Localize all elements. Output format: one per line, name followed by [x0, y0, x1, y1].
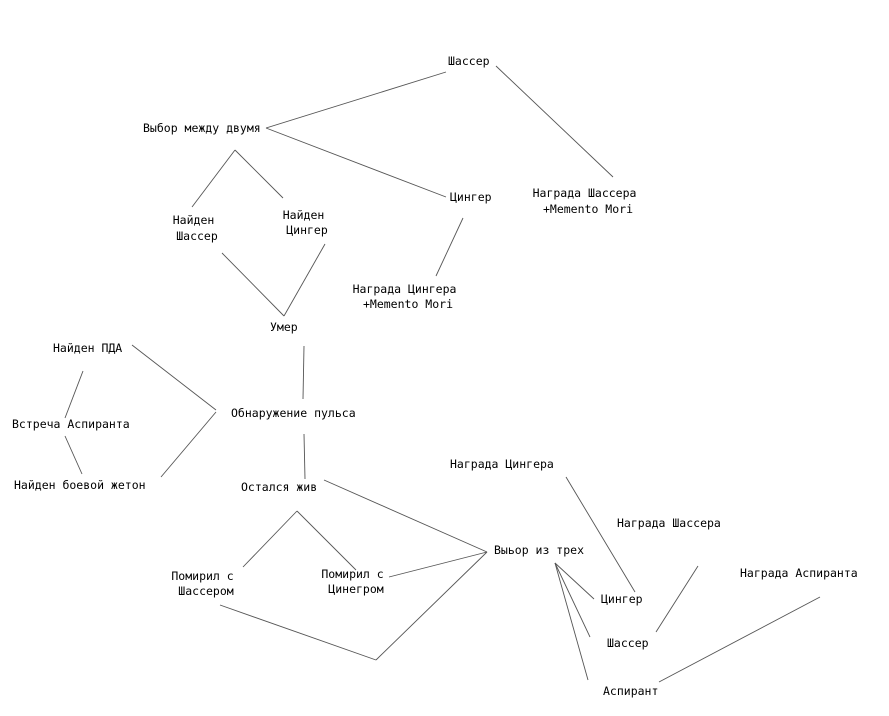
edge-choice-to-found-zinger [234, 149, 284, 199]
edge-reconciled-zinger-to-choice-three [388, 551, 488, 578]
edge-choice-three-to-zinger [554, 562, 595, 600]
edge-reward-aspirant-to-aspirant [658, 596, 821, 683]
node-reward-aspirant: Награда Аспиранта [740, 566, 858, 580]
node-choice-two: Выбор между двумя [143, 121, 261, 135]
edge-found-chasser-to-died [221, 252, 285, 317]
edge-reconciled-chasser-to-bottom [219, 604, 377, 661]
node-aspirant-bottom: Аспирант [603, 684, 658, 698]
edge-choice-three-to-aspirant [554, 562, 589, 681]
node-reconciled-zinger: Помирил с Цинегром [321, 567, 390, 596]
node-chasser-bottom: Шассер [607, 636, 649, 650]
node-zinger-top: Цингер [450, 190, 492, 204]
edge-survived-to-choice-three [323, 479, 488, 553]
edge-found-zinger-to-died [283, 243, 326, 317]
node-found-chasser: Найден Шассер [173, 213, 221, 243]
connector-lines [64, 65, 821, 683]
edge-survived-to-reconciled-zinger [296, 510, 357, 571]
node-zinger-bottom: Цингер [601, 592, 643, 606]
edge-pda-to-pulse [131, 344, 217, 411]
node-found-zinger: Найден Цингер [283, 208, 331, 237]
node-survived: Остался жив [241, 480, 317, 494]
node-reward-zinger: Награда Цингера [450, 457, 554, 471]
node-meet-aspirant: Встреча Аспиранта [12, 417, 130, 431]
edge-pulse-to-survived [303, 433, 306, 480]
node-chasser-top: Шассер [448, 54, 490, 68]
node-reward-chasser: Награда Шассера [617, 516, 721, 530]
node-reconciled-chasser: Помирил с Шассером [171, 569, 240, 598]
edge-choice-three-to-chasser [554, 562, 591, 638]
edge-survived-to-reconciled-chasser [242, 510, 298, 568]
node-found-token: Найден боевой жетон [14, 478, 146, 492]
edge-chasser-to-reward [495, 65, 614, 178]
node-found-pda: Найден ПДА [53, 341, 122, 355]
edge-choice-to-zinger [265, 127, 447, 198]
edge-choice-to-found-chasser [191, 149, 236, 208]
node-reward-chasser-mm: Награда Шассера +Memento Mori [533, 186, 644, 216]
edge-token-to-pulse [160, 411, 217, 478]
edge-reward-chasser-to-chasser [655, 565, 699, 633]
node-reward-zinger-mm: Награда Цингера +Memento Mori [353, 282, 464, 311]
edge-bottom-to-choice-three [375, 551, 488, 661]
node-pulse: Обнаружение пульса [231, 406, 356, 420]
node-died: Умер [270, 320, 298, 334]
edge-reward-zinger-to-zinger [565, 476, 636, 593]
node-labels: Шассер Выбор между двумя Цингер Награда … [12, 54, 858, 698]
node-choice-three: Выьор из трех [494, 543, 584, 557]
edge-zinger-to-reward [435, 217, 464, 277]
edge-pda-to-aspirant [64, 370, 84, 419]
edge-choice-to-chasser [265, 71, 447, 129]
edge-died-to-pulse [302, 345, 305, 400]
edge-aspirant-to-token [64, 435, 83, 475]
